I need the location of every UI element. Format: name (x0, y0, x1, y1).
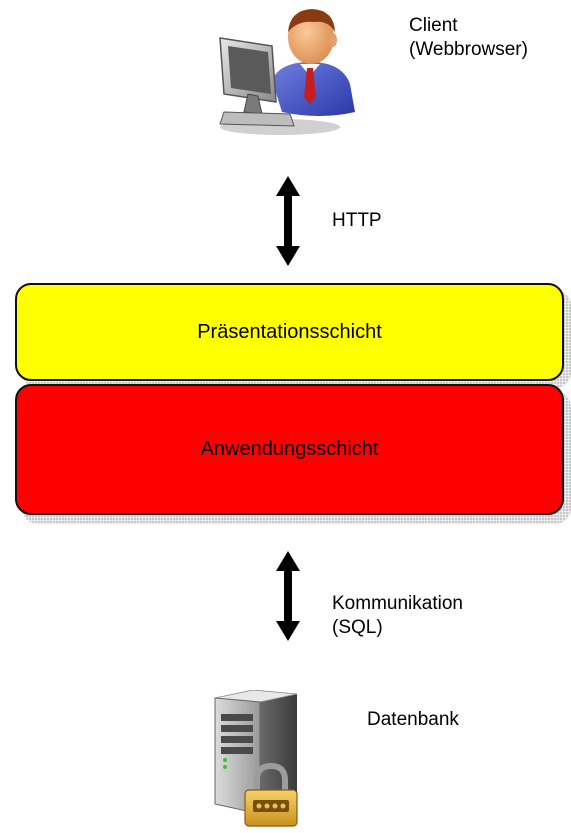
client-icon (210, 2, 365, 137)
server-lock-icon (214, 689, 298, 827)
database-icon (205, 689, 325, 828)
presentation-layer: Präsentationsschicht (15, 283, 564, 381)
double-arrow-icon (276, 176, 300, 266)
presentation-layer-label: Präsentationsschicht (197, 320, 382, 343)
client-label-line2: (Webbrowser) (409, 39, 528, 60)
user-at-computer-icon (219, 9, 355, 135)
sql-label: Kommunikation (SQL) (332, 592, 463, 640)
double-arrow-icon (276, 551, 300, 641)
sql-label-line1: Kommunikation (332, 593, 463, 614)
database-label: Datenbank (367, 709, 459, 730)
http-arrow (274, 176, 302, 266)
http-label: HTTP (332, 210, 382, 231)
sql-label-line2: (SQL) (332, 617, 383, 638)
sql-arrow (274, 551, 302, 641)
application-layer-label: Anwendungsschicht (200, 438, 379, 460)
client-label-line1: Client (409, 15, 458, 36)
application-layer: Anwendungsschicht (15, 384, 564, 515)
client-label: Client (Webbrowser) (409, 14, 528, 62)
